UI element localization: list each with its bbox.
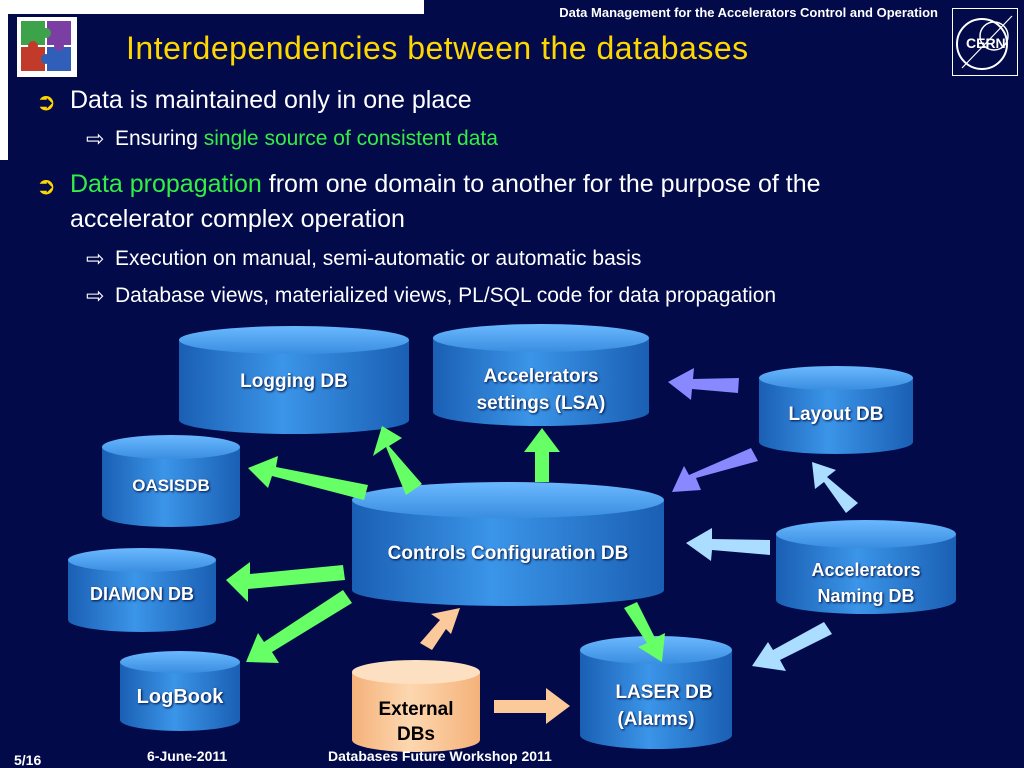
label-logging-db: Logging DB [240, 371, 348, 392]
arrow-layout-to-ccdb [672, 448, 758, 492]
label-diamon-db: DIAMON DB [90, 584, 194, 604]
top-white-bar [0, 0, 424, 14]
label-lsa-line1: Accelerators [483, 366, 599, 387]
arrow-ccdb-to-logbook [246, 590, 352, 663]
db-cylinder-lsa [433, 324, 649, 426]
db-cylinder-logging [179, 326, 409, 434]
db-cylinder-logbook [120, 651, 240, 731]
label-external-line1: External [378, 699, 454, 720]
db-cylinder-naming [776, 520, 956, 614]
puzzle-logo-icon [17, 17, 77, 77]
label-naming-line1: Accelerators [811, 560, 921, 580]
arrow-ccdb-to-laser [624, 602, 665, 662]
cern-logo-icon: CERN [952, 8, 1018, 76]
arrow-layout-to-lsa [668, 368, 739, 400]
arrow-naming-to-laser [752, 622, 832, 671]
arrow-ccdb-to-diamon [226, 562, 345, 602]
arrow-external-to-ccdb [420, 608, 460, 650]
footer-event: Databases Future Workshop 2011 [328, 748, 552, 764]
arrow-naming-to-layout [812, 462, 858, 513]
sub-bullet-arrow-icon: ⇨ [86, 126, 105, 151]
arrow-external-to-laser [494, 688, 570, 724]
bullet-arrow-icon: ➲ [36, 173, 57, 200]
label-laser-line2: (Alarms) [617, 709, 695, 730]
left-bar-gap [8, 14, 14, 160]
label-oasisdb: OASISDB [132, 476, 210, 495]
db-cylinder-diamon [68, 548, 216, 632]
label-logbook: LogBook [136, 686, 224, 708]
db-cylinder-ccdb [352, 482, 664, 606]
arrow-ccdb-to-lsa [524, 428, 560, 482]
sub-bullet-2a: Execution on manual, semi-automatic or a… [115, 247, 642, 270]
db-cylinder-external [352, 660, 480, 752]
label-naming-line2: Naming DB [817, 586, 915, 606]
label-lsa-line2: settings (LSA) [476, 393, 606, 414]
arrow-ccdb-to-oasis [248, 456, 368, 500]
label-ccdb: Controls Configuration DB [387, 543, 629, 564]
sub-bullet-2b: Database views, materialized views, PL/S… [115, 284, 777, 307]
arrow-naming-to-ccdb [686, 528, 770, 561]
footer-date: 6-June-2011 [147, 748, 228, 764]
svg-text:CERN: CERN [966, 35, 1006, 51]
label-laser-line1: LASER DB [615, 682, 713, 703]
db-cylinder-oasis [102, 435, 240, 527]
label-external-line2: DBs [396, 724, 435, 745]
sub-bullet-arrow-icon: ⇨ [86, 246, 105, 271]
page-number: 5/16 [14, 752, 42, 768]
slide-title: Interdependencies between the databases [126, 30, 749, 66]
bullet-1: Data is maintained only in one place [70, 86, 472, 114]
arrow-ccdb-to-logging [373, 426, 422, 495]
bullet-arrow-icon: ➲ [36, 89, 57, 116]
sub-bullet-1: Ensuring single source of consistent dat… [115, 127, 498, 150]
bullet-2-line1: Data propagation from one domain to anot… [70, 170, 821, 198]
bullet-2-line2: accelerator complex operation [70, 205, 405, 233]
header-title: Data Management for the Accelerators Con… [559, 5, 938, 20]
sub-bullet-arrow-icon: ⇨ [86, 283, 105, 308]
label-layout-db: Layout DB [788, 404, 884, 425]
db-cylinder-layout [759, 366, 913, 454]
